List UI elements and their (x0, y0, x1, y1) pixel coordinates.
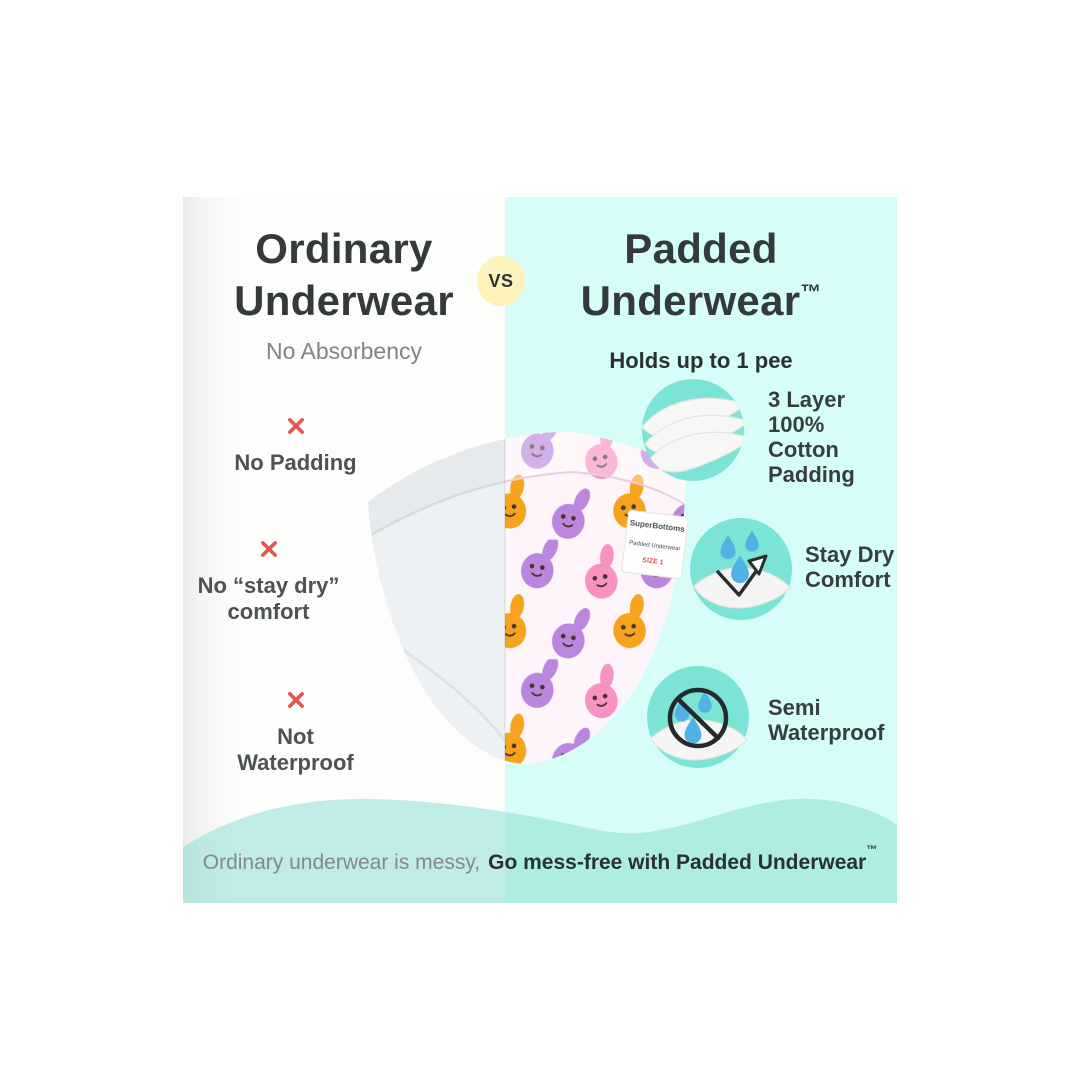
ordinary-title-line2: Underwear (234, 277, 454, 324)
x-mark-icon (260, 541, 277, 557)
x-mark-icon (218, 689, 373, 715)
tagline-bold: Go mess-free with Padded Underwear (488, 851, 867, 874)
padded-subtitle: Holds up to 1 pee (609, 348, 793, 373)
vs-badge: VS (477, 256, 525, 306)
feature-stay-dry: Stay Dry Comfort (805, 542, 894, 592)
ordinary-subtitle: No Absorbency (266, 338, 422, 364)
feature-semi-waterproof: Semi Waterproof (768, 695, 885, 745)
feature-cotton-padding: 3 Layer 100% Cotton Padding (768, 387, 897, 487)
feature-no-padding: No Padding (223, 415, 368, 476)
x-mark-icon (223, 415, 368, 441)
padded-title: Padded Underwear™ (505, 223, 897, 335)
water-drops (674, 691, 712, 744)
ordinary-title-line1: Ordinary (255, 225, 433, 272)
feature-line: 100% Cotton (768, 412, 839, 462)
product-label-tag: SuperBottoms Padded Underwear SIZE 1 (621, 509, 689, 580)
feature-label: No Padding (234, 450, 357, 475)
feature-line: 3 Layer (768, 387, 846, 412)
feature-line: Comfort (805, 567, 891, 592)
padded-title-block: Padded Underwear™ Holds up to 1 pee (505, 223, 897, 374)
tagline: Ordinary underwear is messy, Go mess-free… (183, 844, 897, 875)
prohibition-symbol (667, 687, 729, 749)
stay-dry-icon (690, 518, 792, 620)
ordinary-title: Ordinary Underwear (183, 223, 505, 327)
product-image-underwear: SuperBottoms Padded Underwear SIZE 1 (368, 432, 689, 764)
feature-label-line1: No “stay dry” (197, 573, 340, 598)
padded-title-line1: Padded (624, 225, 778, 272)
feature-line: Padding (768, 462, 855, 487)
feature-not-waterproof: Not Waterproof (218, 689, 373, 776)
artwork-area: Ordinary Underwear No Absorbency Padded … (183, 197, 897, 903)
cotton-layers-icon (642, 379, 744, 481)
feature-line: Semi (768, 695, 821, 720)
trademark-symbol: ™ (800, 281, 822, 304)
tagline-gray: Ordinary underwear is messy, (202, 851, 481, 874)
padded-title-line2: Underwear (580, 277, 801, 324)
pad-shape (693, 567, 791, 609)
feature-no-stay-dry: No “stay dry” comfort (186, 538, 351, 625)
water-drops (720, 530, 759, 584)
feature-label: Not Waterproof (237, 724, 354, 775)
feature-line: Waterproof (768, 720, 885, 745)
tagline-trademark: ™ (866, 844, 878, 856)
x-mark-icon (287, 692, 304, 708)
label-size: SIZE 1 (642, 557, 664, 567)
ordinary-title-block: Ordinary Underwear No Absorbency (183, 223, 505, 365)
feature-label-line2: comfort (227, 599, 310, 624)
feature-line: Stay Dry (805, 542, 895, 567)
bounce-arrow (716, 554, 768, 597)
x-mark-icon (186, 538, 351, 564)
x-mark-icon (287, 418, 304, 434)
semi-waterproof-icon (647, 666, 749, 768)
